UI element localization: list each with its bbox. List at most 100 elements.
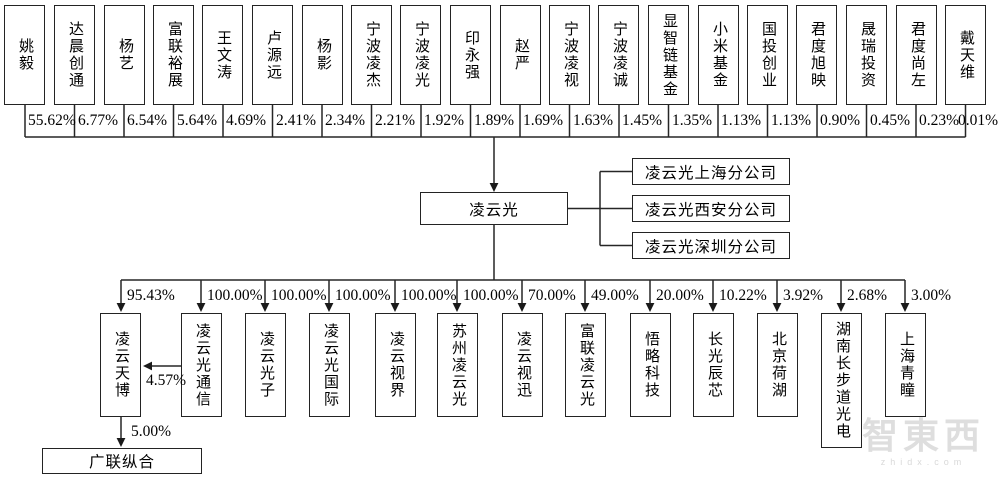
shareholder-pct-13: 1.45% [622,112,663,129]
shareholder-name-15: 小米基金 [711,21,727,89]
shareholder-pct-10: 1.89% [474,112,515,129]
shareholder-box-4: 富联裕展 [153,5,194,105]
sub-subsidiary-pct: 5.00% [131,423,172,440]
subsidiary-name-13: 上海青瞳 [898,331,914,399]
subsidiary-box-10: 长光辰芯 [693,313,734,417]
subsidiary-pct-1: 95.43% [127,287,175,304]
subsidiary-pct-11: 3.92% [783,287,824,304]
subsidiary-box-11: 北京荷湖 [757,313,798,417]
shareholder-name-8: 宁波凌杰 [364,21,380,89]
shareholder-box-17: 君度旭映 [796,5,837,105]
shareholder-pct-14: 1.35% [672,112,713,129]
subsidiary-box-4: 凌云光国际 [309,313,350,417]
watermark-logo: 智東西 [862,415,986,456]
subsidiary-pct-8: 49.00% [591,287,639,304]
branch-name-3: 凌云光深圳分公司 [644,238,777,256]
subsidiary-name-1: 凌云天博 [113,331,129,399]
watermark: 智東西 zhidx.com [862,415,986,468]
shareholder-name-11: 赵严 [513,38,529,72]
subsidiary-name-6: 苏州凌云光 [450,322,466,408]
subsidiary-box-1: 凌云天博 [100,313,141,417]
subsidiary-pct-2: 100.00% [207,287,263,304]
subsidiary-name-8: 富联凌云光 [578,322,594,408]
subsidiary-name-2: 凌云光通信 [194,322,210,408]
shareholder-box-1: 姚毅 [4,5,45,105]
shareholder-pct-7: 2.34% [325,112,366,129]
shareholder-pct-5: 4.69% [226,112,267,129]
subsidiary-name-7: 凌云视迅 [515,331,531,399]
branch-box-3: 凌云光深圳分公司 [632,232,790,259]
shareholder-pct-17: 0.90% [820,112,861,129]
shareholder-pct-19: 0.23% [919,112,960,129]
shareholder-box-18: 晟瑞投资 [846,5,887,105]
shareholder-name-18: 晟瑞投资 [859,21,875,89]
subsidiary-name-4: 凌云光国际 [322,322,338,408]
subsidiary-pct-3: 100.00% [271,287,327,304]
shareholder-name-1: 姚毅 [17,38,33,72]
subsidiary-name-10: 长光辰芯 [706,331,722,399]
shareholder-pct-1: 55.62% [28,112,76,129]
subsidiary-pct-7: 70.00% [528,287,576,304]
shareholder-box-7: 杨影 [302,5,343,105]
shareholder-name-10: 印永强 [463,29,479,81]
shareholder-name-17: 君度旭映 [809,21,825,89]
subsidiary-name-11: 北京荷湖 [770,331,786,399]
shareholder-name-9: 宁波凌光 [413,21,429,89]
branch-box-2: 凌云光西安分公司 [632,195,790,222]
shareholder-pct-8: 2.21% [375,112,416,129]
shareholder-name-13: 宁波凌诚 [611,21,627,89]
shareholder-box-5: 王文涛 [202,5,243,105]
shareholder-box-14: 显智链基金 [648,5,689,105]
subsidiary-pct-9: 20.00% [656,287,704,304]
shareholder-name-20: 戴天维 [958,29,974,81]
shareholder-pct-9: 1.92% [424,112,465,129]
shareholder-pct-4: 5.64% [177,112,218,129]
sub-subsidiary-name: 广联纵合 [88,454,155,471]
shareholder-pct-16: 1.13% [771,112,812,129]
shareholder-name-16: 国投创业 [760,21,776,89]
shareholder-box-13: 宁波凌诚 [598,5,639,105]
branch-box-1: 凌云光上海分公司 [632,158,790,185]
shareholder-pct-18: 0.45% [870,112,911,129]
subsidiary-box-5: 凌云视界 [375,313,416,417]
shareholder-pct-20: 0.01% [958,112,999,129]
company-box: 凌云光 [420,192,568,225]
shareholder-box-16: 国投创业 [747,5,788,105]
subsidiary-name-9: 悟略科技 [643,331,659,399]
shareholder-name-2: 达晨创通 [67,21,83,89]
shareholder-box-9: 宁波凌光 [400,5,441,105]
shareholder-name-19: 君度尚左 [909,21,925,89]
shareholder-box-12: 宁波凌视 [549,5,590,105]
shareholder-box-2: 达晨创通 [54,5,95,105]
subsidiary-pct-10: 10.22% [719,287,767,304]
shareholder-box-3: 杨艺 [104,5,145,105]
branch-name-2: 凌云光西安分公司 [644,201,777,219]
subsidiary-pct-13: 3.00% [911,287,952,304]
company-name: 凌云光 [469,201,519,219]
shareholder-box-8: 宁波凌杰 [351,5,392,105]
shareholder-name-4: 富联裕展 [166,21,182,89]
branch-name-1: 凌云光上海分公司 [644,164,777,182]
shareholder-pct-2: 6.77% [78,112,119,129]
subsidiary-box-3: 凌云光子 [245,313,286,417]
shareholder-pct-11: 1.69% [523,112,564,129]
subsidiary-pct-5: 100.00% [401,287,457,304]
subsidiary-box-7: 凌云视迅 [502,313,543,417]
shareholder-box-19: 君度尚左 [896,5,937,105]
shareholder-name-12: 宁波凌视 [562,21,578,89]
shareholder-name-14: 显智链基金 [661,12,677,98]
sub-subsidiary-box: 广联纵合 [42,448,202,474]
watermark-site: zhidx.com [880,457,967,467]
shareholder-box-20: 戴天维 [945,5,986,105]
shareholder-box-10: 印永强 [450,5,491,105]
subsidiary-pct-6: 100.00% [463,287,519,304]
shareholder-name-7: 杨影 [315,38,331,72]
subsidiary-box-9: 悟略科技 [630,313,671,417]
subsidiary-box-13: 上海青瞳 [885,313,926,417]
shareholder-pct-15: 1.13% [721,112,762,129]
shareholder-name-3: 杨艺 [117,38,133,72]
shareholder-name-5: 王文涛 [215,29,231,81]
subsidiary-name-5: 凌云视界 [388,331,404,399]
